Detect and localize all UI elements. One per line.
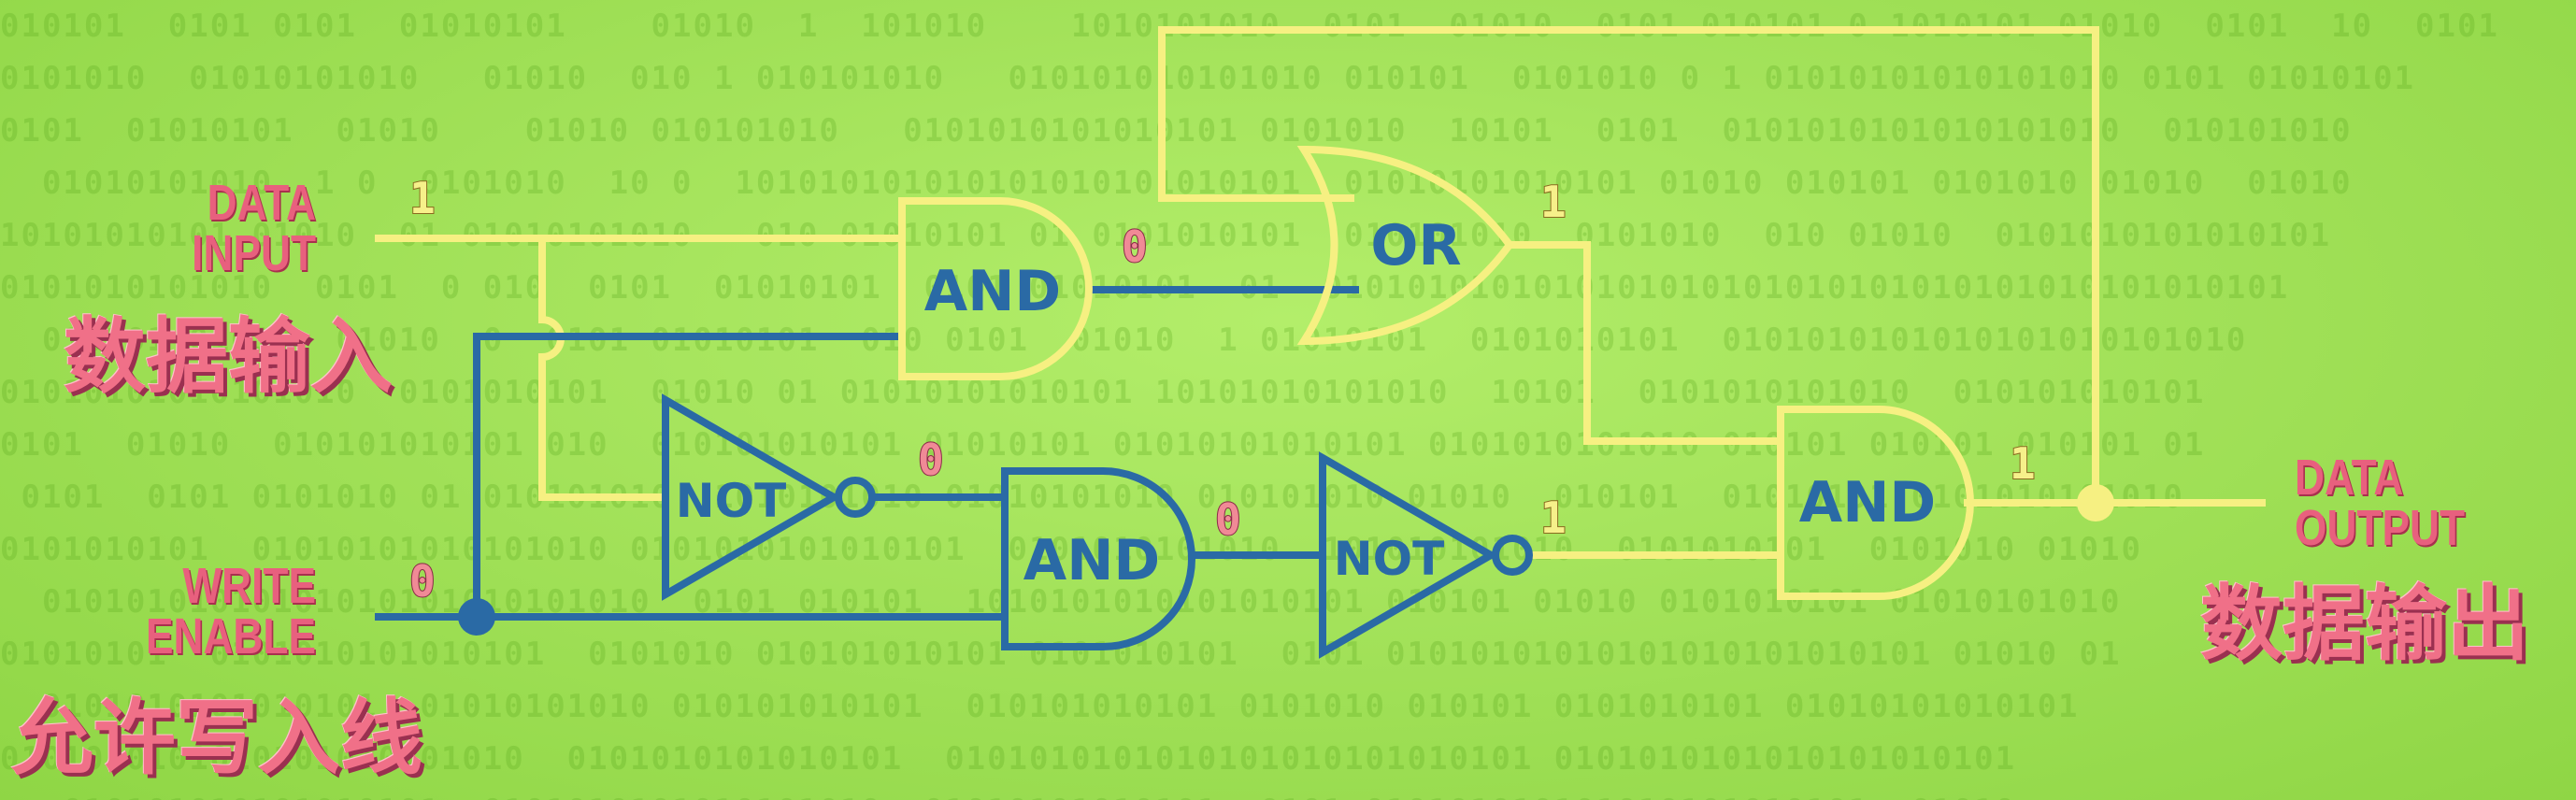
write-enable-label-line2: ENABLE (145, 608, 316, 664)
not-gate-bottom: NOT (1319, 451, 1533, 659)
and-gate-output: AND (1777, 406, 1974, 600)
junction-output-feedback (2077, 484, 2114, 521)
data-output-label-line2: OUTPUT (2295, 500, 2466, 556)
wire-data-to-not (538, 235, 669, 501)
and-gate-bottom: AND (1001, 467, 1195, 650)
or-gate: OR (1296, 145, 1514, 346)
signal-data-input: 1 (409, 173, 436, 223)
signal-or-output: 1 (1540, 177, 1567, 227)
data-output-label-cn: 数据输出 (2200, 576, 2530, 672)
write-enable-label: WRITE ENABLE (117, 561, 316, 662)
wire-we-to-and-top (473, 333, 906, 621)
wire-or-to-and-output (1506, 241, 1784, 445)
and-gate-output-label: AND (1799, 470, 1936, 536)
junction-write-enable (458, 598, 495, 636)
signal-and-top-output: 0 (1122, 221, 1148, 272)
or-gate-label: OR (1370, 213, 1461, 279)
data-input-label: DATA INPUT (117, 178, 316, 279)
and-gate-top: AND (898, 197, 1093, 380)
not-gate-bottom-label: NOT (1334, 532, 1444, 586)
signal-write-enable: 0 (409, 556, 436, 607)
signal-and-bottom-output: 0 (1215, 494, 1241, 545)
signal-not-bottom-output: 1 (1540, 493, 1567, 543)
not-gate-top-label: NOT (676, 474, 786, 528)
data-input-label-cn: 数据输入 (64, 308, 394, 405)
write-enable-label-cn: 允许写入线 (11, 690, 423, 786)
not-gate-top: NOT (662, 393, 876, 601)
data-output-label-line1: DATA (2295, 450, 2404, 506)
data-output-label: DATA OUTPUT (2295, 452, 2494, 553)
data-input-label-line1: DATA (207, 175, 316, 231)
data-input-label-line2: INPUT (192, 225, 316, 281)
wire-feedback-loop (1158, 26, 2099, 507)
signal-data-output: 1 (2010, 438, 2036, 489)
write-enable-label-line1: WRITE (182, 558, 316, 614)
signal-not-top-output: 0 (918, 435, 944, 485)
and-gate-bottom-label: AND (1023, 528, 1160, 593)
and-gate-top-label: AND (924, 259, 1061, 324)
